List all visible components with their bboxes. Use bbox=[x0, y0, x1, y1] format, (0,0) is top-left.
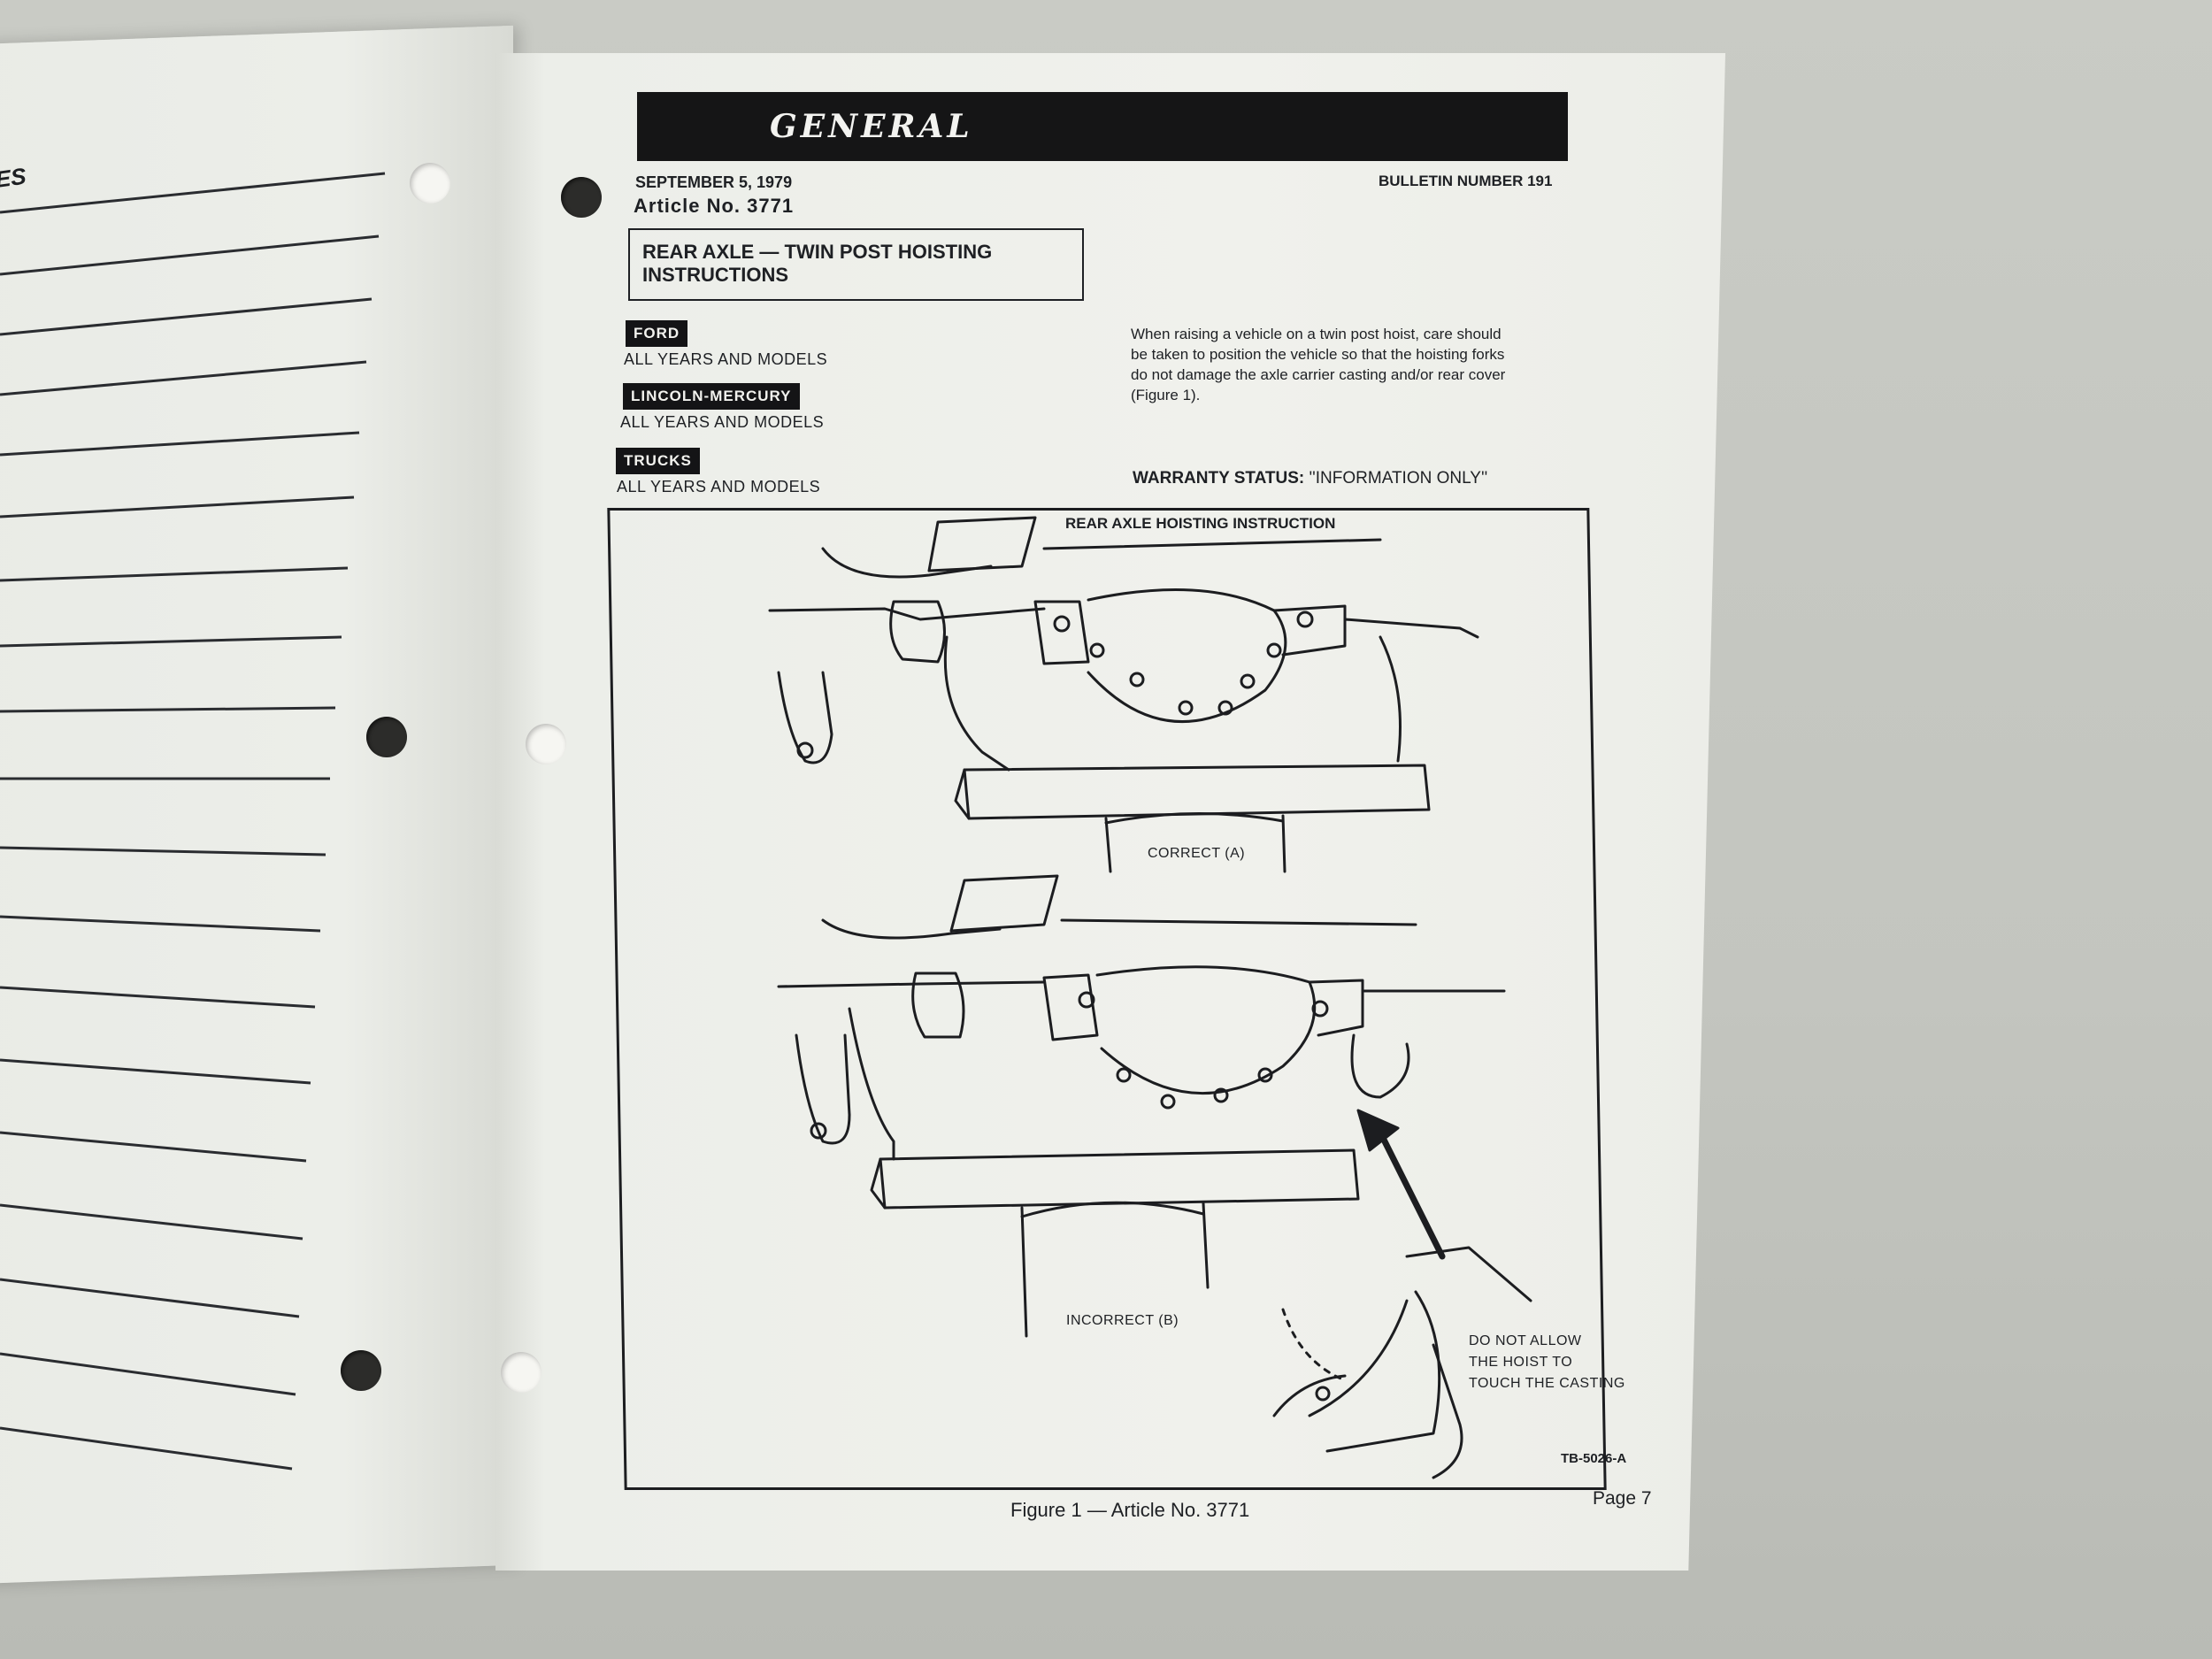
warning-line: DO NOT ALLOW bbox=[1469, 1333, 1582, 1348]
binder-hole bbox=[341, 1350, 381, 1391]
incorrect-label: INCORRECT (B) bbox=[1066, 1313, 1179, 1328]
page-number: Page 7 bbox=[1593, 1488, 1652, 1509]
binder-hole bbox=[501, 1352, 541, 1393]
binder-hole bbox=[366, 717, 407, 757]
bulletin-title-box: REAR AXLE — TWIN POST HOISTING INSTRUCTI… bbox=[628, 228, 1084, 301]
description-line: (Figure 1). bbox=[1131, 387, 1201, 403]
figure-caption: Figure 1 — Article No. 3771 bbox=[1010, 1499, 1250, 1521]
figure-title: REAR AXLE HOISTING INSTRUCTION bbox=[1065, 515, 1336, 532]
bulletin-number: BULLETIN NUMBER 191 bbox=[1379, 173, 1553, 189]
notes-lines bbox=[0, 172, 386, 1471]
correct-label: CORRECT (A) bbox=[1148, 846, 1246, 861]
correct-hoist-drawing bbox=[768, 516, 1479, 873]
description-line: do not damage the axle carrier casting a… bbox=[1131, 366, 1506, 383]
warning-text: DO NOT ALLOW THE HOIST TO TOUCH THE CAST… bbox=[1469, 1331, 1625, 1394]
ford-models: ALL YEARS AND MODELS bbox=[624, 350, 828, 368]
warranty-value: ''INFORMATION ONLY'' bbox=[1309, 469, 1488, 488]
trucks-models: ALL YEARS AND MODELS bbox=[617, 478, 821, 495]
description-line: be taken to position the vehicle so that… bbox=[1131, 346, 1505, 363]
warning-line: THE HOIST TO bbox=[1469, 1355, 1573, 1370]
ford-badge: FORD bbox=[626, 320, 688, 347]
binder-hole bbox=[561, 177, 602, 218]
binder-hole bbox=[410, 163, 450, 204]
warning-line: TOUCH THE CASTING bbox=[1469, 1376, 1625, 1391]
bulletin-date: SEPTEMBER 5, 1979 bbox=[635, 173, 793, 191]
description-line: When raising a vehicle on a twin post ho… bbox=[1131, 326, 1502, 342]
incorrect-hoist-drawing bbox=[777, 874, 1532, 1479]
binder-hole bbox=[526, 724, 566, 764]
section-banner: GENERAL bbox=[637, 92, 1568, 161]
warranty-label: WARRANTY STATUS: bbox=[1133, 469, 1305, 488]
warranty-status: WARRANTY STATUS: ''INFORMATION ONLY'' bbox=[1133, 469, 1487, 488]
title-line-2: INSTRUCTIONS bbox=[642, 264, 788, 286]
trucks-badge: TRUCKS bbox=[616, 448, 700, 474]
lincoln-mercury-badge: LINCOLN-MERCURY bbox=[623, 383, 800, 410]
title-line-1: REAR AXLE — TWIN POST HOISTING bbox=[642, 241, 993, 263]
article-number: Article No. 3771 bbox=[634, 195, 795, 217]
lincoln-mercury-models: ALL YEARS AND MODELS bbox=[620, 413, 825, 431]
description-text: When raising a vehicle on a twin post ho… bbox=[1131, 324, 1591, 405]
bulletin-page bbox=[495, 53, 1725, 1571]
figure-code: TB-5026-A bbox=[1561, 1451, 1627, 1466]
